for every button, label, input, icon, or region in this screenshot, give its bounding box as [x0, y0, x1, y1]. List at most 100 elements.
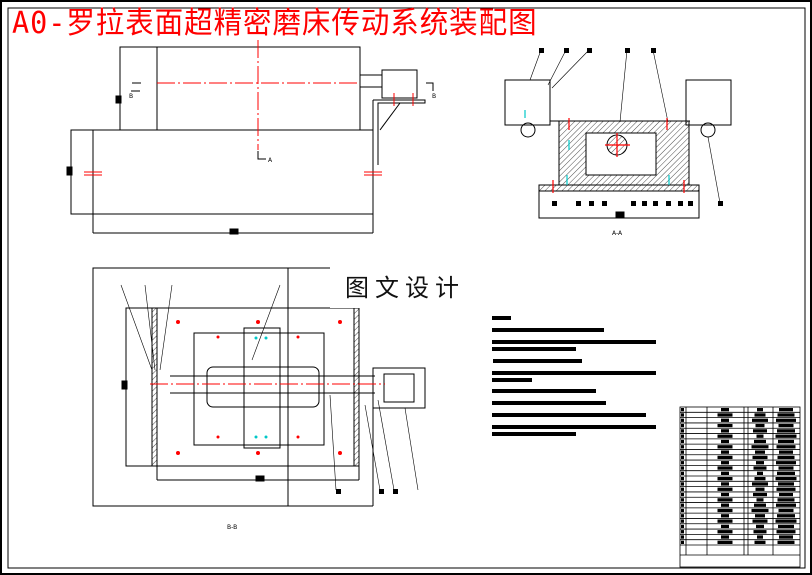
parts-list-cell [776, 530, 796, 534]
parts-list-cell [721, 524, 729, 529]
parts-list-cell [754, 503, 766, 507]
parts-list-index [681, 413, 684, 417]
parts-list-index [681, 423, 684, 428]
parts-list-cell [778, 524, 794, 529]
parts-list-cell [717, 466, 733, 470]
parts-list-index [681, 540, 684, 544]
parts-list-index [681, 429, 684, 433]
parts-list-cell [717, 413, 733, 417]
parts-list-cell [779, 492, 793, 497]
front-view [66, 46, 434, 235]
section-bb-leaders [120, 284, 419, 491]
parts-list-index [681, 514, 684, 518]
parts-list-cell [721, 535, 729, 539]
parts-list-cell [721, 408, 729, 412]
parts-list-cell [721, 450, 729, 454]
section-bb-balloons [336, 489, 398, 494]
parts-list-cell [755, 487, 765, 491]
marker-b-left: B [129, 93, 134, 100]
parts-list-cell [778, 482, 794, 486]
parts-list-cell [776, 461, 796, 465]
parts-list-cell [757, 408, 763, 412]
parts-list-cell [777, 429, 795, 433]
parts-list-cell [717, 508, 733, 513]
parts-list-cell [776, 445, 796, 449]
parts-list-cell [775, 477, 797, 481]
parts-list-cell [717, 487, 733, 491]
inner-border [7, 7, 806, 569]
parts-list [679, 406, 801, 568]
parts-list-cell [753, 530, 767, 534]
section-bb-label: B-B [227, 524, 238, 531]
section-bb-bolts [254, 336, 268, 439]
parts-list-cell [756, 524, 764, 529]
parts-list-cell [753, 492, 767, 497]
parts-list-cell [751, 445, 769, 449]
parts-list-cell [757, 535, 763, 539]
parts-list-index [681, 524, 684, 529]
parts-list-cell [779, 535, 793, 539]
parts-list-index [681, 492, 684, 497]
parts-list-cell [721, 461, 729, 465]
parts-list-index [681, 519, 684, 523]
parts-list-cell [721, 418, 729, 422]
parts-list-cell [777, 413, 795, 417]
parts-list-cell [756, 498, 764, 502]
parts-list-index [681, 418, 684, 422]
front-view-centerlines [157, 40, 360, 150]
parts-list-cell [754, 540, 766, 544]
section-aa-view [504, 79, 732, 219]
parts-list-cell [776, 418, 796, 422]
parts-list-index [681, 508, 684, 513]
parts-list-cell [777, 455, 795, 460]
parts-list-index [681, 461, 684, 465]
parts-list-cell [752, 519, 768, 523]
parts-list-cell [721, 514, 729, 518]
parts-list-cell [779, 450, 793, 454]
parts-list-index [681, 408, 684, 412]
technical-requirements [492, 316, 656, 436]
parts-list-cell [717, 498, 733, 502]
parts-list-cell [752, 482, 768, 486]
parts-list-cell [721, 482, 729, 486]
watermark: 图文设计 [330, 268, 480, 308]
parts-list-cell [717, 445, 733, 449]
parts-list-cell [755, 423, 765, 428]
parts-list-cell [754, 413, 766, 417]
parts-list-index [681, 450, 684, 454]
parts-list-cell [776, 503, 796, 507]
parts-list-cell [751, 508, 769, 513]
parts-list-cell [717, 530, 733, 534]
parts-list-cell [775, 434, 797, 438]
parts-list-index [681, 434, 684, 438]
section-aa-leaders [529, 49, 721, 204]
parts-list-cell [721, 492, 729, 497]
parts-list-cell [778, 423, 794, 428]
parts-list-cell [717, 434, 733, 438]
parts-list-cell [721, 429, 729, 433]
section-aa-red-marks [552, 118, 685, 193]
section-aa-bolts [524, 110, 670, 185]
parts-list-cell [777, 540, 795, 544]
parts-list-index [681, 482, 684, 486]
parts-list-cell [779, 408, 793, 412]
parts-list-cell [752, 455, 768, 460]
parts-list-index [681, 439, 684, 444]
parts-list-cell [777, 471, 795, 475]
front-view-break-marks [84, 93, 414, 176]
parts-list-cell [756, 461, 764, 465]
parts-list-cell [778, 466, 794, 470]
parts-list-cell [755, 514, 765, 518]
drawing-title: A0-罗拉表面超精密磨床传动系统装配图 [12, 6, 538, 41]
marker-a: A [268, 157, 273, 164]
parts-list-index [681, 455, 684, 460]
parts-list-cell [757, 471, 763, 475]
parts-list-cell [717, 477, 733, 481]
parts-list-cell [721, 471, 729, 475]
section-bb-view [92, 267, 426, 507]
parts-list-cell [754, 439, 766, 444]
parts-list-index [681, 471, 684, 475]
